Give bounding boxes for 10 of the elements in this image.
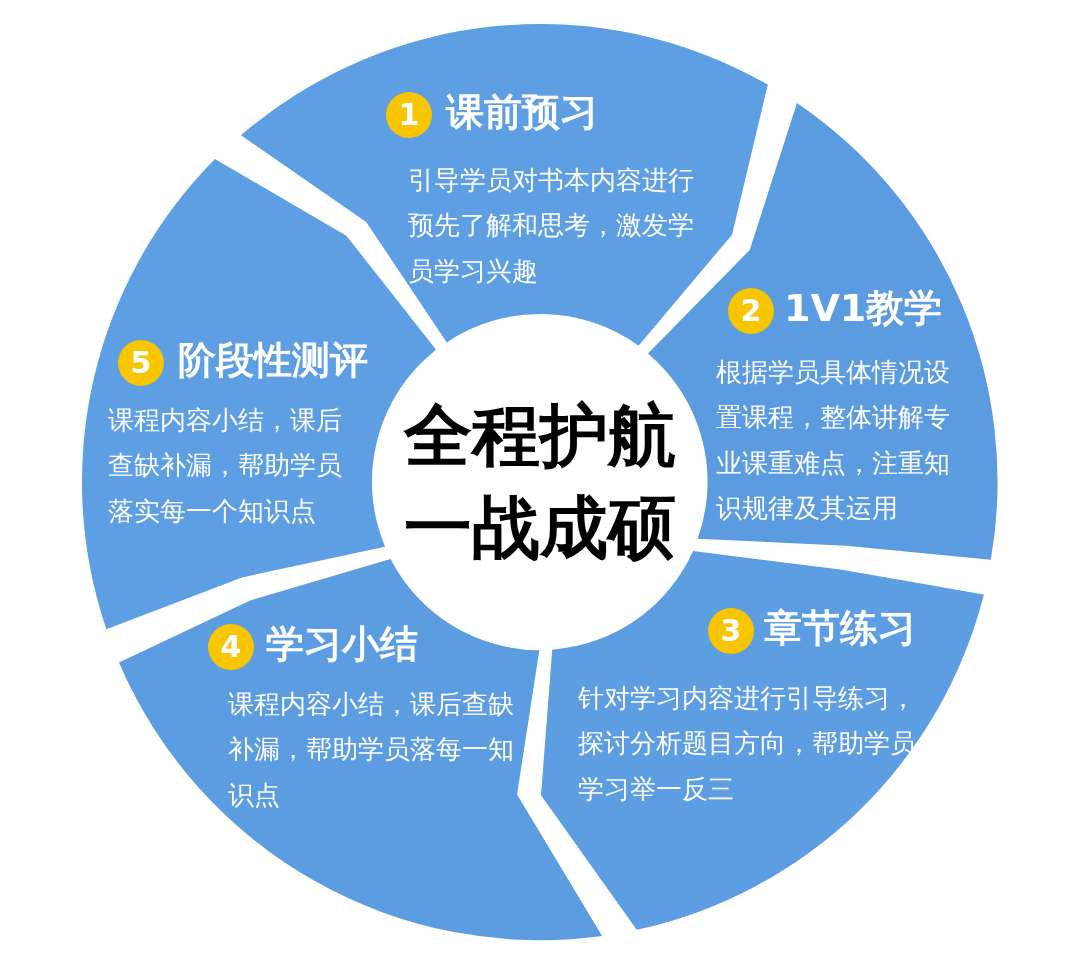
segment-title: 学习小结: [266, 621, 418, 668]
center-slogan: 全程护航一战成硕: [402, 395, 677, 569]
description-text: 课程内容小结，课后查缺补漏，帮助学员落实每一个知识点: [108, 404, 343, 528]
segment-title: 1V1教学: [784, 285, 943, 332]
segment-title: 课前预习: [446, 89, 598, 136]
segment-title: 章节练习: [764, 605, 916, 652]
description-text: 课程内容小结，课后查缺补漏，帮助学员落每一知识点: [228, 688, 515, 812]
segment-title: 阶段性测评: [178, 337, 368, 384]
description-text: 引导学员对书本内容进行预先了解和思考，激发学员学习兴趣: [408, 164, 695, 288]
description-text: 根据学员具体情况设置课程，整体讲解专业课重难点，注重知识规律及其运用: [716, 356, 951, 526]
